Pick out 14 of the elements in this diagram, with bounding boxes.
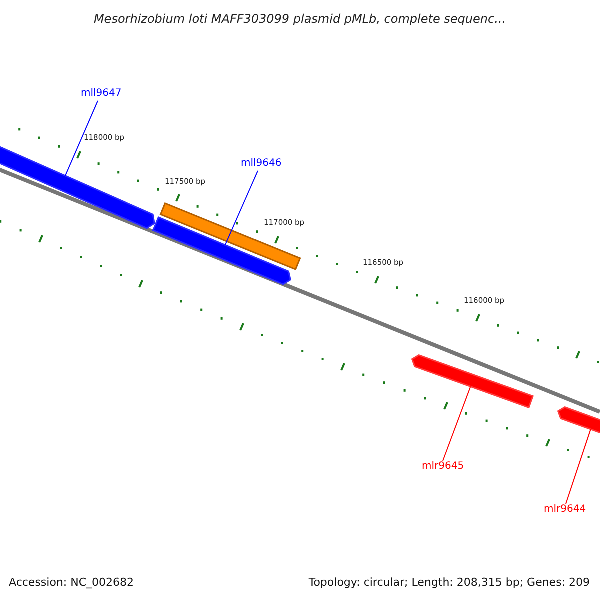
summary-text: Topology: circular; Length: 208,315 bp; Genes: 209 xyxy=(308,575,590,591)
accession-text: Accession: NC_002682 xyxy=(9,575,134,591)
map-title: Mesorhizobium loti MAFF303099 plasmid pMLb, complete sequenc... xyxy=(92,11,508,28)
gene-arrow xyxy=(411,354,534,409)
leader-line xyxy=(566,428,592,504)
gene-label: mll9647 xyxy=(81,88,122,100)
gene-label: mll9646 xyxy=(241,158,282,170)
leader-line xyxy=(442,386,472,462)
gene-arrow xyxy=(152,216,292,286)
leader-line xyxy=(224,170,258,246)
leader-line xyxy=(64,100,98,176)
gene-label: mlr9644 xyxy=(544,504,586,516)
gene-arrow xyxy=(0,145,156,230)
gene-label: mlr9645 xyxy=(422,461,464,473)
